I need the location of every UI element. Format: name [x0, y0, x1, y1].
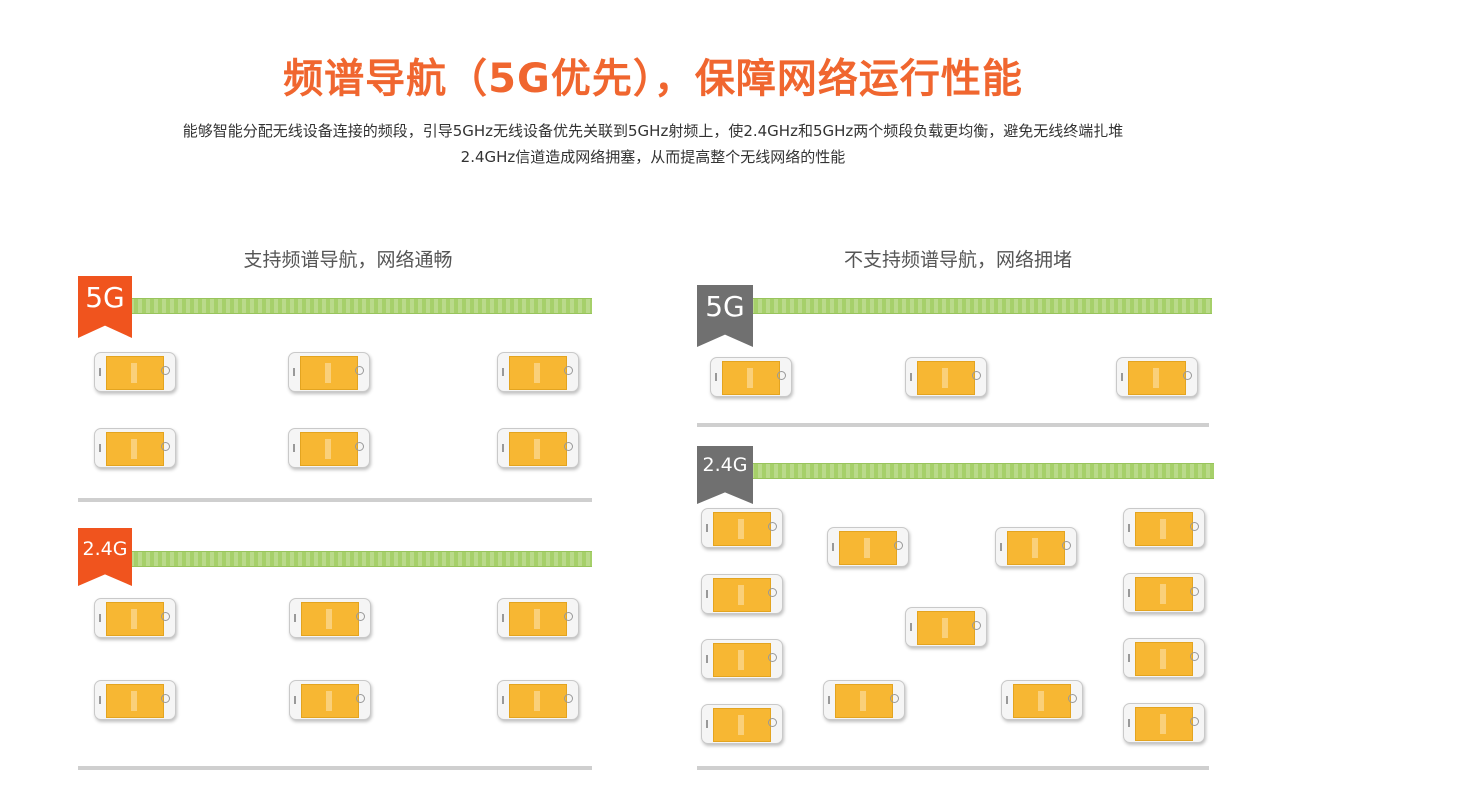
- signal-bar: [750, 463, 1214, 479]
- band-flag-5g: 5G: [697, 285, 753, 347]
- divider: [697, 766, 1209, 770]
- description: 能够智能分配无线设备连接的频段，引导5GHz无线设备优先关联到5GHz射频上，使…: [96, 118, 1210, 170]
- phone-icon: [1001, 680, 1083, 720]
- band-label: 5G: [85, 281, 125, 314]
- phone-icon: [497, 598, 579, 638]
- page-title: 频谱导航（5G优先），保障网络运行性能: [283, 55, 1023, 102]
- divider: [78, 498, 592, 502]
- signal-bar: [750, 298, 1212, 314]
- supported-panel-title: 支持频谱导航，网络通畅: [243, 249, 453, 271]
- band-flag-24g: 2.4G: [697, 446, 753, 504]
- phone-icon: [94, 680, 176, 720]
- phone-icon: [701, 704, 783, 744]
- phone-icon: [905, 357, 987, 397]
- phone-icon: [710, 357, 792, 397]
- phone-icon: [823, 680, 905, 720]
- band-flag-5g: 5G: [78, 276, 132, 338]
- phone-icon: [701, 639, 783, 679]
- signal-bar: [130, 551, 592, 567]
- band-label: 2.4G: [82, 538, 128, 560]
- description-line-1: 能够智能分配无线设备连接的频段，引导5GHz无线设备优先关联到5GHz射频上，使…: [182, 122, 1124, 140]
- signal-bar: [130, 298, 592, 314]
- phone-icon: [1123, 703, 1205, 743]
- unsupported-panel-title: 不支持频谱导航，网络拥堵: [843, 249, 1072, 271]
- phone-icon: [289, 680, 371, 720]
- phone-icon: [1116, 357, 1198, 397]
- phone-icon: [905, 607, 987, 647]
- phone-icon: [94, 428, 176, 468]
- phone-icon: [1123, 508, 1205, 548]
- phone-icon: [497, 352, 579, 392]
- phone-icon: [288, 428, 370, 468]
- band-label: 5G: [705, 290, 745, 323]
- phone-icon: [497, 680, 579, 720]
- band-flag-24g: 2.4G: [78, 528, 132, 586]
- divider: [78, 766, 592, 770]
- phone-icon: [701, 508, 783, 548]
- phone-icon: [94, 352, 176, 392]
- phone-icon: [995, 527, 1077, 567]
- phone-icon: [1123, 638, 1205, 678]
- phone-icon: [94, 598, 176, 638]
- band-label: 2.4G: [702, 454, 748, 476]
- phone-icon: [497, 428, 579, 468]
- phone-icon: [289, 598, 371, 638]
- phone-icon: [1123, 573, 1205, 613]
- phone-icon: [827, 527, 909, 567]
- phone-icon: [288, 352, 370, 392]
- phone-icon: [701, 574, 783, 614]
- description-line-2: 2.4GHz信道造成网络拥塞，从而提高整个无线网络的性能: [460, 148, 846, 166]
- divider: [697, 423, 1209, 427]
